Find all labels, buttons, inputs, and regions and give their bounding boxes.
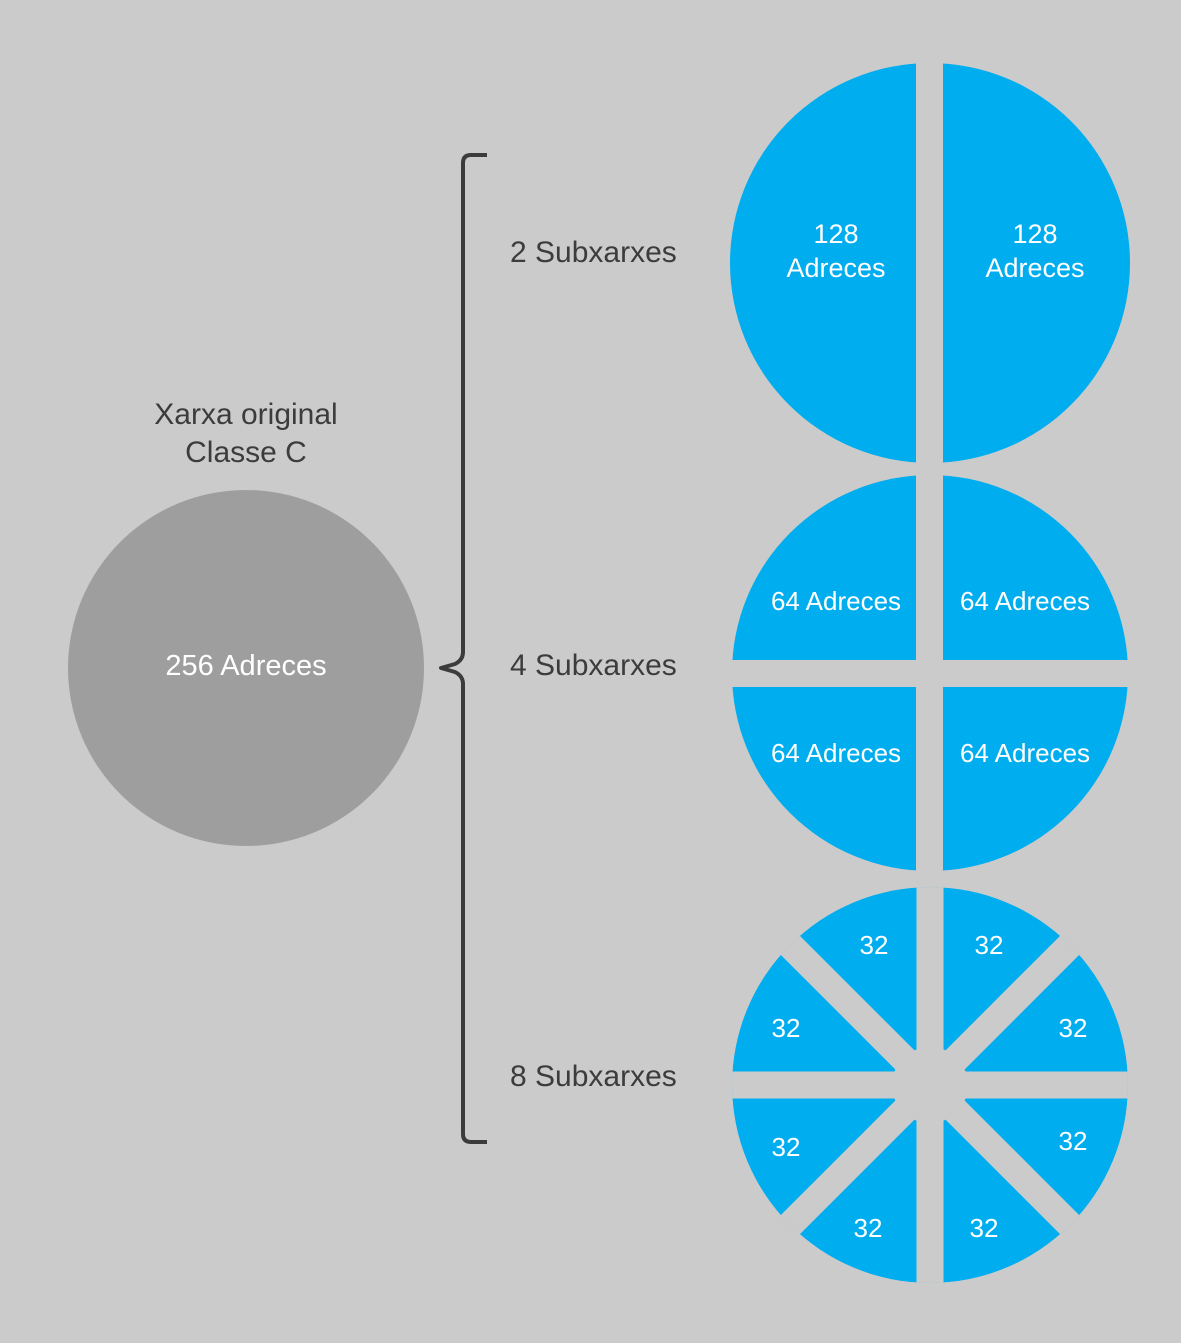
subnet-quadrant-top-left	[732, 475, 916, 660]
subnet-32-label-4: 32	[1059, 1013, 1088, 1043]
curly-bracket	[439, 153, 487, 1144]
subnet-32-label-3: 32	[772, 1013, 801, 1043]
subnet-64-top-left-label: 64 Adreces	[771, 586, 901, 616]
original-network-label: 256 Adreces	[165, 650, 326, 682]
subnet-64-top-right-label: 64 Adreces	[960, 586, 1090, 616]
subnet-128-right-line1: 128	[1012, 219, 1057, 249]
subnet-128-left-line1: 128	[813, 219, 858, 249]
subnet-quadrant-top-right	[943, 475, 1128, 660]
subnet-32-label-8: 32	[970, 1213, 999, 1243]
eight-subnets-circle	[732, 887, 1128, 1283]
group-label-4-subnets: 4 Subxarxes	[510, 649, 677, 682]
original-network: Xarxa original Classe C 256 Adreces	[68, 398, 424, 846]
group-label-8-subnets: 8 Subxarxes	[510, 1060, 677, 1093]
subnet-128-left-line2: Adreces	[786, 253, 885, 283]
original-title-line1: Xarxa original	[154, 398, 337, 431]
subnet-32-label-5: 32	[772, 1132, 801, 1162]
subnet-quadrant-bottom-left	[732, 687, 916, 871]
subnet-32-label-6: 32	[1059, 1126, 1088, 1156]
subnet-128-right-line2: Adreces	[985, 253, 1084, 283]
original-network-circle	[68, 490, 424, 846]
original-title-line2: Classe C	[185, 436, 307, 469]
subnet-quadrant-bottom-right	[943, 687, 1128, 871]
two-subnets-circle	[730, 63, 1130, 463]
group-label-2-subnets: 2 Subxarxes	[510, 236, 677, 269]
subnet-64-bottom-right-label: 64 Adreces	[960, 738, 1090, 768]
subnet-64-bottom-left-label: 64 Adreces	[771, 738, 901, 768]
four-subnets-circle	[732, 475, 1128, 871]
subnet-32-label-2: 32	[975, 930, 1004, 960]
subnet-32-label-7: 32	[854, 1213, 883, 1243]
subnet-32-label-1: 32	[860, 930, 889, 960]
center-gap	[892, 1047, 968, 1123]
